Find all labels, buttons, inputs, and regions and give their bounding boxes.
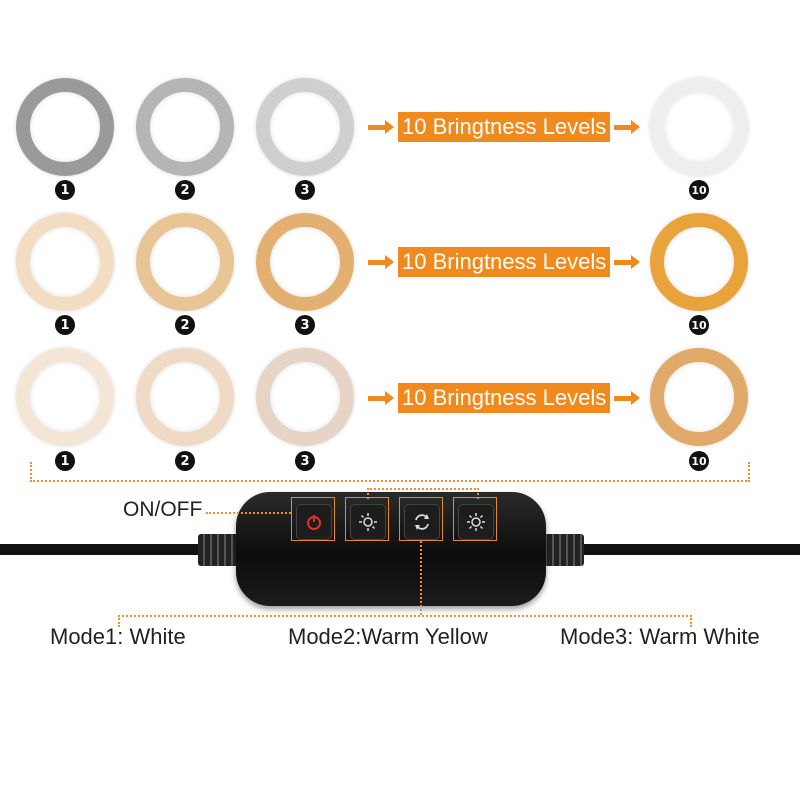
brightness-down-highlight bbox=[345, 497, 389, 541]
banner-label: 10 Bringtness Levels bbox=[398, 383, 611, 413]
level-number: 3 bbox=[295, 180, 315, 200]
mode-connector-vertical bbox=[420, 541, 422, 615]
ring-warm-white-level-3 bbox=[256, 348, 354, 446]
ring-warm-white-level-10 bbox=[650, 348, 748, 446]
onoff-label: ON/OFF bbox=[123, 498, 203, 521]
level-number: 2 bbox=[175, 180, 195, 200]
level-number: 2 bbox=[175, 315, 195, 335]
ring-warm-yellow-level-1 bbox=[16, 213, 114, 311]
mode-switch-button[interactable] bbox=[404, 504, 440, 540]
brightness-banner-row1: 10 Bringtness Levels bbox=[368, 112, 648, 142]
level-number: 1 bbox=[55, 451, 75, 471]
ring-warm-yellow-level-10 bbox=[650, 213, 748, 311]
onoff-connector bbox=[206, 512, 291, 514]
strain-relief-right bbox=[540, 534, 584, 566]
arrow-icon bbox=[368, 254, 394, 269]
strain-relief-left bbox=[198, 534, 242, 566]
power-icon bbox=[307, 515, 321, 530]
brightness-up-button[interactable] bbox=[458, 504, 494, 540]
ring-white-level-10 bbox=[650, 78, 748, 176]
ring-white-level-1 bbox=[16, 78, 114, 176]
banner-label: 10 Bringtness Levels bbox=[398, 112, 611, 142]
banner-label: 10 Bringtness Levels bbox=[398, 247, 611, 277]
arrow-icon bbox=[368, 390, 394, 405]
brightness-down-icon bbox=[359, 513, 377, 531]
mode-connector-bracket bbox=[118, 615, 692, 627]
brightness-banner-row2: 10 Bringtness Levels bbox=[368, 247, 648, 277]
ring-white-level-3 bbox=[256, 78, 354, 176]
level-number: 10 bbox=[689, 180, 709, 200]
level-number: 1 bbox=[55, 180, 75, 200]
ring-warm-yellow-level-2 bbox=[136, 213, 234, 311]
cable-right bbox=[580, 544, 800, 555]
mode2-label: Mode2:Warm Yellow bbox=[288, 624, 488, 649]
levels-bracket bbox=[30, 462, 750, 482]
arrow-icon bbox=[614, 119, 641, 134]
mode3-label: Mode3: Warm White bbox=[560, 624, 760, 649]
brightness-up-highlight bbox=[453, 497, 497, 541]
arrow-icon bbox=[614, 390, 641, 405]
brightness-banner-row3: 10 Bringtness Levels bbox=[368, 383, 648, 413]
level-number: 10 bbox=[689, 451, 709, 471]
power-highlight bbox=[291, 497, 335, 541]
brightness-up-icon bbox=[467, 513, 485, 531]
level-number: 3 bbox=[295, 315, 315, 335]
ring-warm-white-level-2 bbox=[136, 348, 234, 446]
level-number: 2 bbox=[175, 451, 195, 471]
mode-switch-icon bbox=[415, 514, 429, 530]
level-number: 3 bbox=[295, 451, 315, 471]
inline-controller bbox=[236, 492, 546, 606]
arrow-icon bbox=[368, 119, 394, 134]
cable-left bbox=[0, 544, 200, 555]
brightness-down-button[interactable] bbox=[350, 504, 386, 540]
arrow-icon bbox=[614, 254, 641, 269]
ring-warm-white-level-1 bbox=[16, 348, 114, 446]
brightness-connector bbox=[367, 488, 479, 499]
level-number: 10 bbox=[689, 315, 709, 335]
ring-warm-yellow-level-3 bbox=[256, 213, 354, 311]
power-button[interactable] bbox=[296, 504, 332, 540]
ring-white-level-2 bbox=[136, 78, 234, 176]
mode1-label: Mode1: White bbox=[50, 624, 186, 649]
mode-switch-highlight bbox=[399, 497, 443, 541]
level-number: 1 bbox=[55, 315, 75, 335]
